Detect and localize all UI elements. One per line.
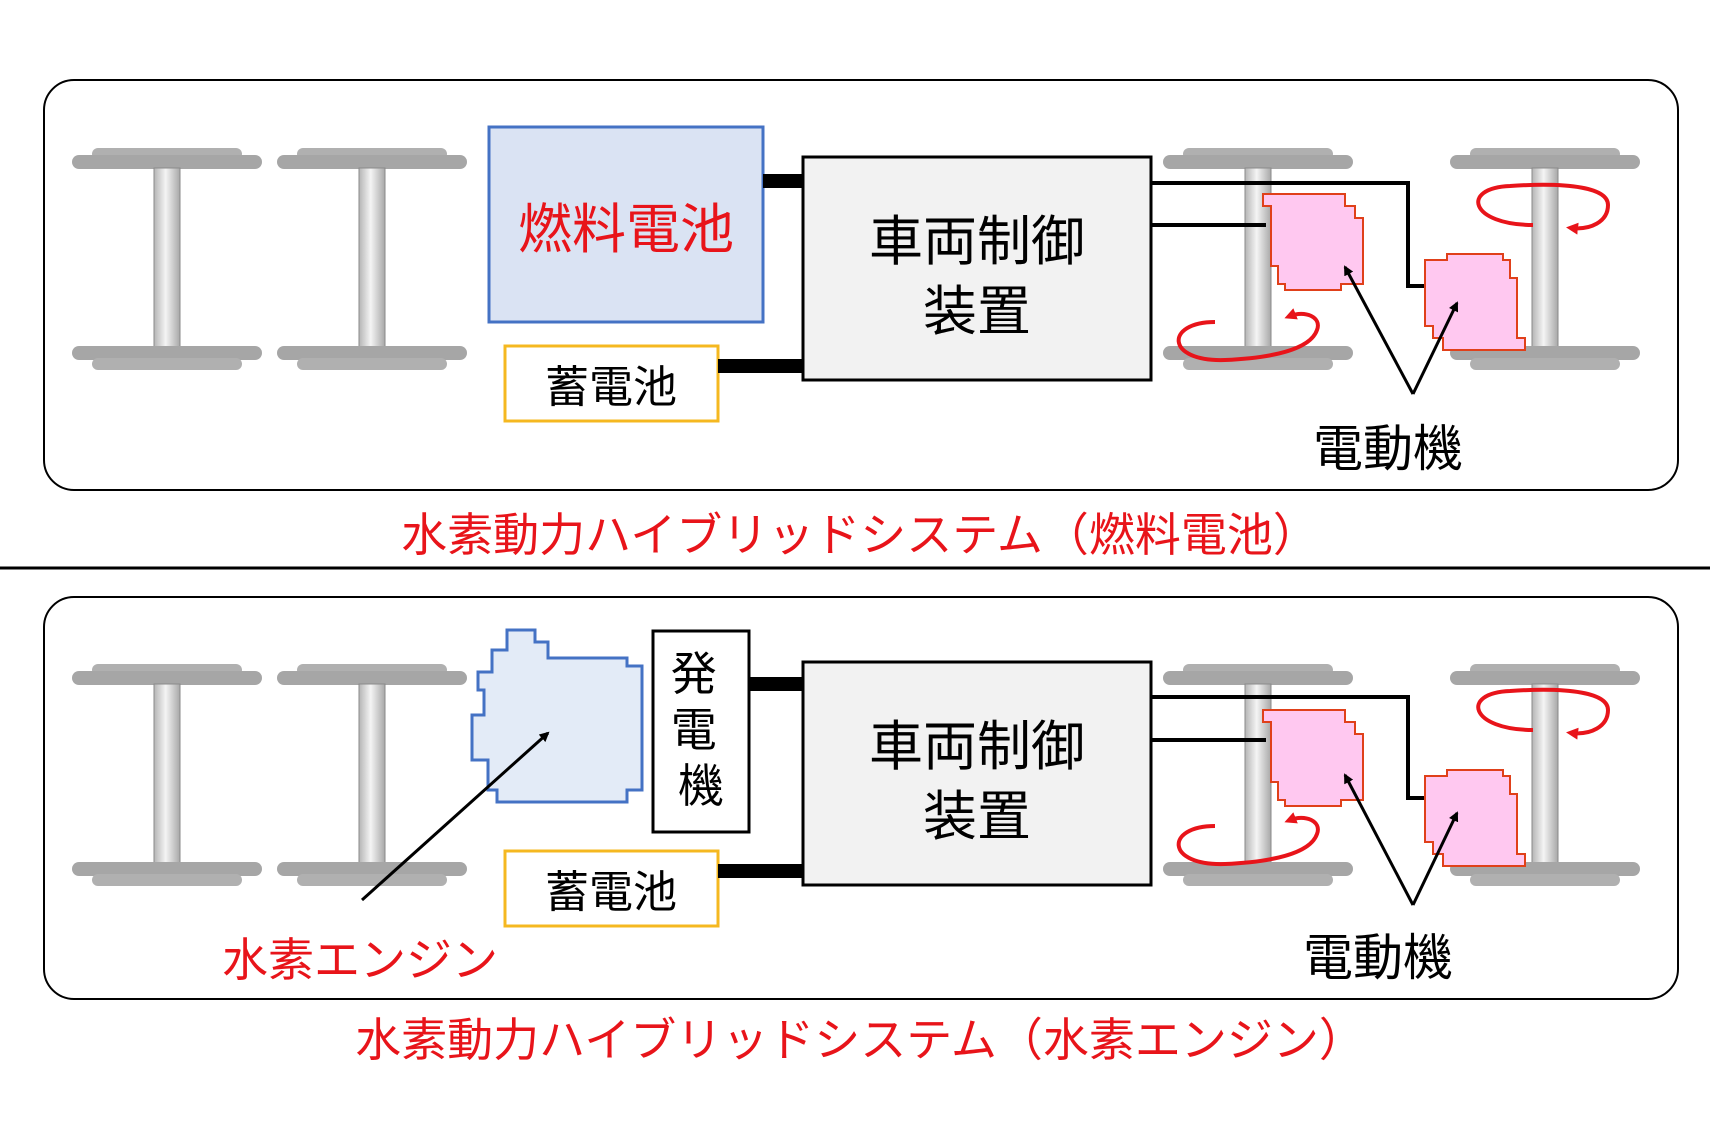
controller-label-line2: 装置: [923, 785, 1031, 848]
panel-fuel-cell: 燃料電池 蓄電池 車両制御 装置 電動機: [43, 79, 1679, 491]
caption-hydrogen-engine: 水素動力ハイブリッドシステム（水素エンジン）: [355, 1013, 1365, 1067]
motor-pointer-1: [1343, 265, 1415, 395]
fuel-cell-label: 燃料電池: [518, 198, 734, 261]
connector-generator: [749, 677, 803, 691]
vehicle-controller-box: [801, 155, 1153, 382]
motor-pointer-2: [1411, 811, 1459, 906]
connector-fc: [763, 174, 803, 188]
motor-pointer-2: [1411, 301, 1459, 395]
controller-label-line2: 装置: [923, 280, 1031, 343]
motor-label: 電動機: [1313, 420, 1463, 478]
hydrogen-engine-shape: [470, 628, 644, 804]
battery-label: 蓄電池: [545, 362, 677, 413]
rotation-arrow-2: [1476, 687, 1611, 740]
rotation-arrow-2: [1476, 182, 1611, 235]
battery-label: 蓄電池: [545, 867, 677, 918]
motor-1: [1262, 709, 1364, 807]
rotation-arrow-1: [1176, 308, 1320, 363]
motor-label: 電動機: [1303, 929, 1453, 987]
engine-pointer: [360, 731, 550, 902]
panel-hydrogen-engine: 発 電 機 蓄電池 車両制御 装置 電動機 水素エンジン: [43, 596, 1679, 1000]
fuel-cell-box: [487, 125, 765, 324]
engine-label: 水素エンジン: [222, 933, 498, 987]
generator-box: [651, 629, 751, 834]
battery-box: [503, 849, 720, 928]
vehicle-controller-box: [801, 660, 1153, 887]
wire-motor-2: [1151, 695, 1432, 800]
connector-battery: [718, 864, 803, 878]
battery-box: [503, 344, 720, 423]
controller-label-line1: 車両制御: [869, 210, 1085, 273]
wire-motor-2: [1151, 181, 1432, 288]
controller-label-line1: 車両制御: [869, 715, 1085, 778]
caption-fuel-cell: 水素動力ハイブリッドシステム（燃料電池）: [401, 508, 1319, 562]
motor-pointer-1: [1343, 773, 1415, 906]
connector-battery: [718, 359, 803, 373]
rotation-arrow-1: [1176, 812, 1320, 867]
generator-label: 発 電 機: [671, 647, 732, 813]
